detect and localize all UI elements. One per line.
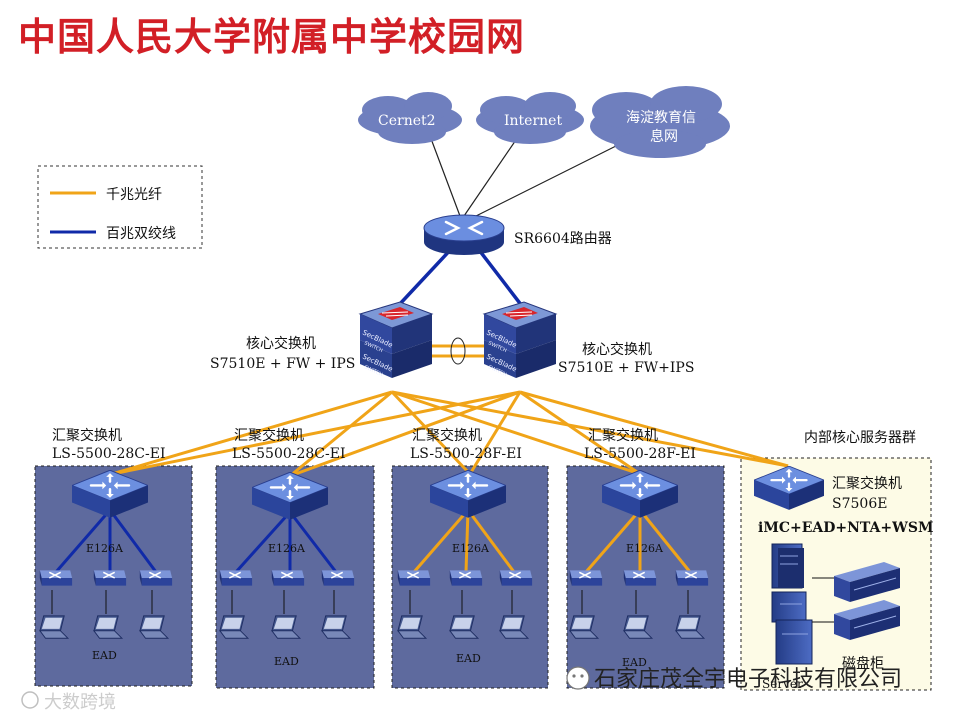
cloud-haidian-label-line1: 海淀教育信 (626, 110, 696, 126)
agg-3-access-label: E126A (452, 542, 490, 555)
access-switch-icon (93, 569, 127, 587)
watermark-brand: 大数跨境 (21, 691, 116, 713)
aggregation-zone-2: 汇聚交换机 LS-5500-28C-EI E126A EAD (219, 427, 355, 668)
access-switch-icon (396, 569, 431, 587)
server-services: iMC+EAD+NTA+WSM (758, 520, 933, 536)
agg-1-name: 汇聚交换机 (52, 427, 122, 444)
core-left-name: 核心交换机 (246, 335, 316, 352)
access-switch-icon (622, 569, 657, 587)
server-switch-model: S7506E (832, 496, 887, 512)
page-title: 中国人民大学附属中学校园网 (18, 15, 526, 59)
cloud-internet: Internet (476, 92, 584, 144)
agg-2-client-label: EAD (274, 655, 299, 668)
access-switch-icon (320, 569, 355, 587)
storage-array-icon (834, 562, 900, 640)
watermark-brand-text: 大数跨境 (44, 692, 116, 713)
agg-4-name: 汇聚交换机 (588, 427, 658, 444)
access-switch-icon (139, 569, 173, 587)
agg-3-client-label: EAD (456, 652, 481, 665)
agg-2-model: LS-5500-28C-EI (232, 446, 346, 462)
server-zone: 内部核心服务器群 汇聚交换机 S7506E iMC+EAD+NTA+WSM Se… (754, 430, 933, 691)
server-label: Server (762, 677, 803, 691)
legend-twisted-pair-label: 百兆双绞线 (106, 225, 176, 242)
agg-1-model: LS-5500-28C-EI (52, 446, 166, 462)
router-sr6604: SR6604路由器 (423, 214, 612, 255)
core-left-model: S7510E + FW + IPS (210, 356, 355, 372)
access-switch-icon (448, 569, 483, 587)
agg-4-access-label: E126A (626, 542, 664, 555)
cloud-internet-label: Internet (504, 113, 562, 129)
agg-4-model: LS-5500-28F-EI (584, 446, 696, 462)
cloud-cernet2: Cernet2 (358, 92, 462, 144)
server-switch-name: 汇聚交换机 (832, 475, 902, 492)
aggregation-zone-1: 汇聚交换机 LS-5500-28C-EI E126A EAD (38, 427, 173, 662)
server-rack-icon (771, 543, 813, 665)
agg-3-name: 汇聚交换机 (412, 427, 482, 444)
access-switch-icon (38, 569, 73, 587)
storage-label: 磁盘柜 (842, 655, 884, 672)
access-switch-icon (568, 569, 603, 587)
watermark-company: 石家庄茂全宇电子科技有限公司 (566, 666, 902, 692)
aggregation-zone-4: 汇聚交换机 LS-5500-28F-EI E126A EAD (568, 427, 709, 669)
legend-fiber-label: 千兆光纤 (106, 187, 162, 203)
legend: 千兆光纤 百兆双绞线 (37, 165, 203, 249)
agg-2-access-label: E126A (268, 542, 306, 555)
watermark-company-text: 石家庄茂全宇电子科技有限公司 (594, 667, 902, 692)
core-right-name: 核心交换机 (582, 341, 652, 358)
links (111, 133, 789, 478)
cloud-cernet2-label: Cernet2 (378, 113, 436, 129)
router-icon (444, 220, 484, 236)
access-switch-icon (270, 569, 305, 587)
agg-4-client-label: EAD (622, 656, 647, 669)
access-switch-icon (219, 569, 253, 587)
core-switch-right: 核心交换机 S7510E + FW+IPS (483, 301, 694, 379)
aggregation-zone-3: 汇聚交换机 LS-5500-28F-EI E126A EAD (396, 427, 533, 665)
cloud-haidian-education: 海淀教育信 息网 (590, 86, 730, 158)
server-zone-title: 内部核心服务器群 (804, 430, 916, 446)
router-label: SR6604路由器 (514, 231, 612, 247)
agg-1-client-label: EAD (92, 649, 117, 662)
agg-1-access-label: E126A (86, 542, 124, 555)
core-right-model: S7510E + FW+IPS (558, 360, 694, 376)
access-switch-icon (674, 569, 709, 587)
core-switch-left: 核心交换机 S7510E + FW + IPS (210, 301, 433, 379)
agg-3-model: LS-5500-28F-EI (410, 446, 522, 462)
cloud-haidian-label-line2: 息网 (650, 128, 678, 145)
agg-2-name: 汇聚交换机 (234, 427, 304, 444)
access-switch-icon (498, 569, 533, 587)
